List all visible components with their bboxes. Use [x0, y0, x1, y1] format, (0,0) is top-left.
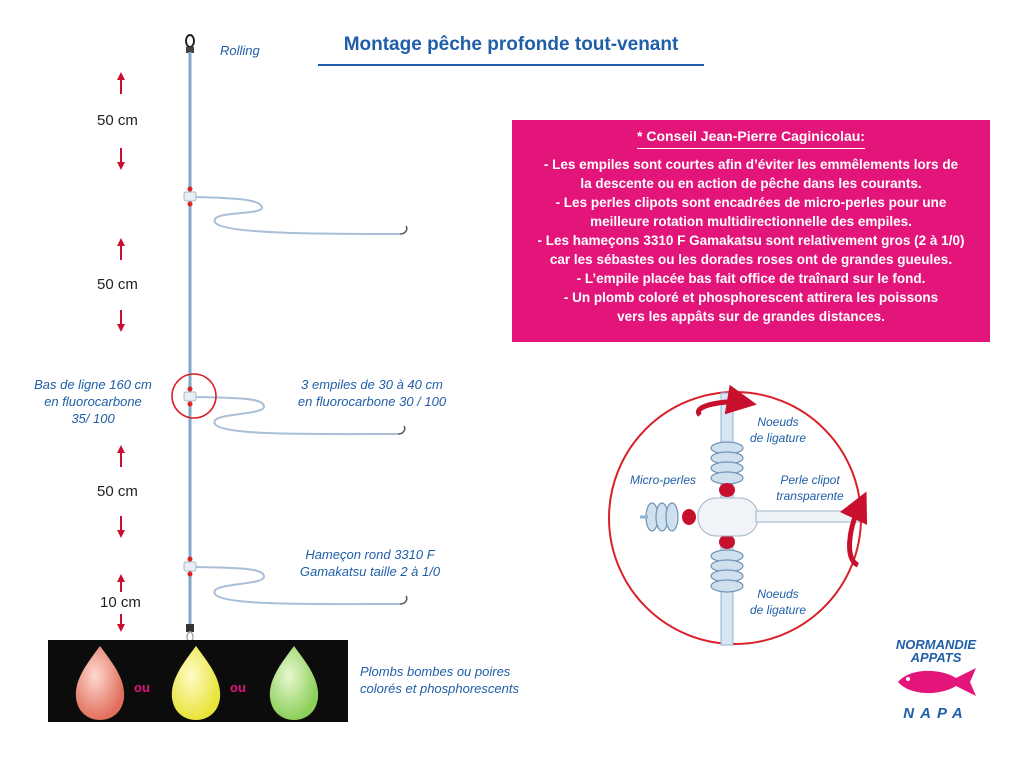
empile-1: [183, 186, 408, 235]
conseil-title: * Conseil Jean-Pierre Caginicolau:: [637, 128, 865, 149]
micro-perles-label: Micro-perles: [630, 473, 697, 487]
noeuds-bottom-label: Noeuds de ligature: [749, 587, 807, 617]
title-underline: [318, 64, 704, 66]
conseil-line: vers les appâts sur de grandes distances…: [617, 309, 885, 324]
distance-label-4: 10 cm: [100, 594, 141, 611]
empile-2: [183, 386, 406, 436]
conseil-line: - Les hameçons 3310 F Gamakatsu sont rel…: [537, 233, 965, 248]
normandie-appats-logo: NORMANDIE APPATS NAPA: [890, 638, 982, 722]
empiles-label: 3 empiles de 30 à 40 cm en fluorocarbone…: [297, 377, 447, 409]
conseil-line: - Les perles clipots sont encadrées de m…: [555, 195, 947, 210]
red-weight: [75, 646, 125, 720]
detail-highlight-circle: [171, 373, 217, 419]
plombs-label: Plombs bombes ou poires colorés et phosp…: [360, 664, 519, 696]
ou-separator-1: ou: [134, 680, 150, 695]
conseil-line: - Un plomb coloré et phosphorescent atti…: [563, 290, 939, 305]
conseil-line: - L’empile placée bas fait office de tra…: [576, 271, 926, 286]
page-title: Montage pêche profonde tout-venant: [343, 34, 679, 55]
rolling-label: Rolling: [220, 43, 260, 58]
fish-logo-icon: [898, 668, 976, 696]
empile-3: [183, 556, 408, 606]
hamecon-label: Hameçon rond 3310 F Gamakatsu taille 2 à…: [299, 547, 441, 579]
ou-separator-2: ou: [230, 680, 246, 695]
distance-label-3: 50 cm: [97, 483, 138, 500]
perle-clipot-label: Perle clipot transparente: [776, 473, 844, 503]
bas-de-ligne-label: Bas de ligne 160 cm en fluorocarbone 35/…: [34, 377, 152, 426]
distance-label-1: 50 cm: [97, 112, 138, 129]
rolling-swivel: [185, 34, 195, 53]
noeuds-top-label: Noeuds de ligature: [749, 415, 807, 445]
detail-zoom-circle: [608, 384, 868, 646]
yellow-weight: [171, 646, 221, 720]
conseil-box: * Conseil Jean-Pierre Caginicolau: - Les…: [512, 120, 990, 342]
conseil-line: car les sébastes ou les dorades roses on…: [549, 252, 953, 267]
conseil-line: - Les empiles sont courtes afin d’éviter…: [543, 157, 959, 172]
distance-arrows: [117, 72, 125, 632]
conseil-line: la descente ou en action de pêche dans l…: [580, 176, 922, 191]
conseil-line: meilleure rotation multidirectionnelle d…: [590, 214, 912, 229]
green-weight: [269, 646, 319, 720]
distance-label-2: 50 cm: [97, 276, 138, 293]
weights-panel: ou ou: [48, 640, 348, 722]
